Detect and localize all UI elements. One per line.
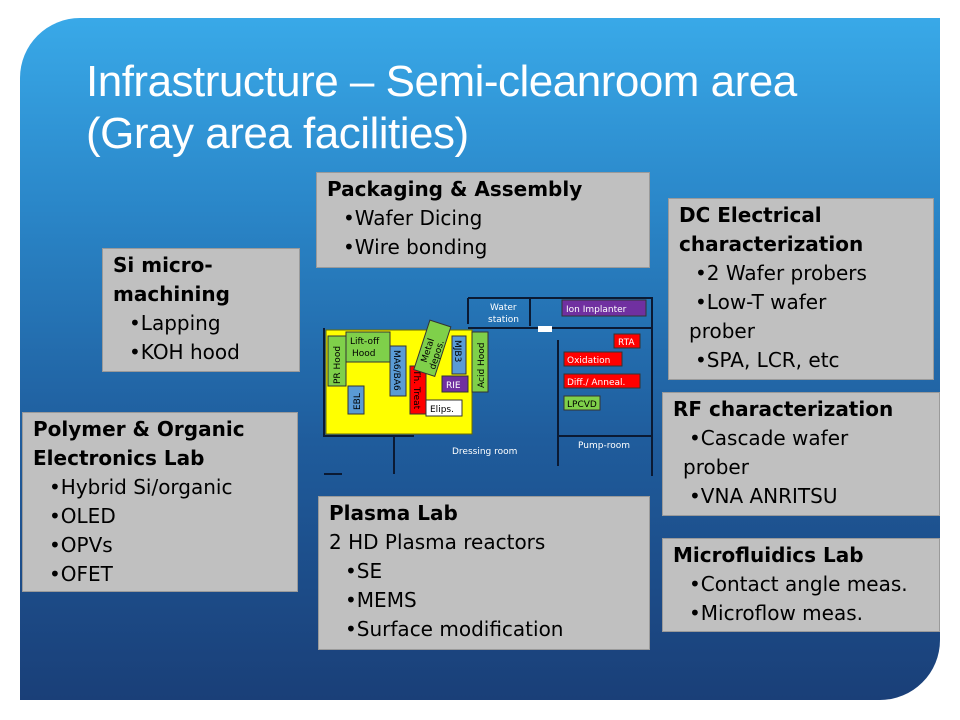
pump-room-label: Pump-room	[578, 441, 630, 451]
elips-label: Elips.	[430, 405, 454, 415]
rta-label: RTA	[618, 338, 635, 348]
microfluidics-item: •Microflow meas.	[689, 601, 863, 625]
ion-implanter-label: Ion Implanter	[566, 305, 627, 315]
si-micromachining-item: •KOH hood	[129, 340, 240, 364]
doorway-marker	[538, 326, 552, 332]
lpcvd-block	[563, 395, 601, 411]
dc-electrical-item: •Low-T wafer	[695, 290, 827, 314]
plasma-lab-box: Plasma Lab 2 HD Plasma reactors •SE •MEM…	[318, 496, 650, 650]
oxidation-block	[563, 351, 623, 367]
ion-implanter-block	[561, 299, 647, 317]
packaging-heading: Packaging & Assembly	[327, 177, 583, 201]
polymer-organic-item: •OPVs	[49, 533, 113, 557]
rie-block	[441, 375, 469, 393]
oxidation-label: Oxidation	[567, 356, 610, 366]
ma6-block	[389, 345, 407, 397]
th-treat-label: Th. Treat	[411, 369, 421, 410]
microfluidics-box: Microfluidics Lab •Contact angle meas. •…	[662, 538, 940, 632]
dc-electrical-item: •SPA, LCR, etc	[695, 348, 840, 372]
plasma-lab-item: •MEMS	[345, 588, 417, 612]
plasma-lab-item: •SE	[345, 559, 383, 583]
floor-plan: PR Hood Lift-off Hood EBL MA6/BA6 Th. Tr…	[323, 297, 653, 476]
polymer-organic-heading: Polymer & Organic	[33, 417, 245, 441]
ma6-label: MA6/BA6	[391, 350, 401, 391]
metal-depos-block	[413, 319, 452, 377]
dc-electrical-box: DC Electrical characterization •2 Wafer …	[668, 198, 934, 380]
slide-title: Infrastructure – Semi-cleanroom area (Gr…	[86, 56, 926, 160]
si-micromachining-box: Si micro- machining •Lapping •KOH hood	[102, 248, 300, 372]
microfluidics-heading: Microfluidics Lab	[673, 543, 864, 567]
floor-plan-walls	[323, 297, 653, 476]
si-micromachining-heading: Si micro-	[113, 253, 213, 277]
dressing-room-label: Dressing room	[452, 447, 517, 457]
rf-characterization-item: •Cascade wafer	[689, 426, 849, 450]
diff-anneal-label: Diff./ Anneal.	[567, 378, 625, 388]
acid-hood-block	[471, 331, 489, 393]
acid-hood-label: Acid Hood	[477, 342, 487, 388]
dc-electrical-heading: characterization	[679, 232, 864, 256]
polymer-organic-box: Polymer & Organic Electronics Lab •Hybri…	[22, 412, 298, 592]
lpcvd-label: LPCVD	[567, 400, 597, 410]
lift-off-label: Lift-off	[350, 337, 380, 347]
elips-block	[425, 399, 463, 417]
plasma-lab-subheading: 2 HD Plasma reactors	[329, 530, 546, 554]
microfluidics-item: •Contact angle meas.	[689, 572, 908, 596]
dc-electrical-heading: DC Electrical	[679, 203, 822, 227]
rf-characterization-heading: RF characterization	[673, 397, 894, 421]
rf-characterization-box: RF characterization •Cascade wafer probe…	[662, 392, 940, 516]
rf-characterization-item: •VNA ANRITSU	[689, 484, 838, 508]
dc-electrical-item: •2 Wafer probers	[695, 261, 867, 285]
packaging-item: •Wafer Dicing	[343, 206, 483, 230]
mjb3-label: MJB3	[452, 340, 462, 362]
polymer-organic-item: •OFET	[49, 562, 113, 586]
rta-block	[613, 333, 641, 349]
packaging-box: Packaging & Assembly •Wafer Dicing •Wire…	[316, 172, 650, 268]
ebl-label: EBL	[353, 393, 363, 410]
polymer-organic-item: •Hybrid Si/organic	[49, 475, 233, 499]
water-station-label: Water	[490, 303, 517, 313]
polymer-organic-heading: Electronics Lab	[33, 446, 205, 470]
diff-anneal-block	[563, 373, 641, 389]
plasma-lab-item: •Surface modification	[345, 617, 564, 641]
mjb3-block	[451, 335, 467, 375]
dc-electrical-item: prober	[689, 319, 755, 343]
si-micromachining-item: •Lapping	[129, 311, 221, 335]
si-micromachining-heading: machining	[113, 282, 230, 306]
packaging-item: •Wire bonding	[343, 235, 488, 259]
water-station-label: station	[488, 315, 519, 325]
plasma-lab-heading: Plasma Lab	[329, 501, 458, 525]
rie-label: RIE	[446, 381, 461, 391]
pr-hood-label: PR Hood	[333, 346, 343, 384]
ebl-block	[347, 385, 365, 415]
polymer-organic-item: •OLED	[49, 504, 116, 528]
title-line-1: Infrastructure – Semi-cleanroom area	[86, 57, 797, 106]
rf-characterization-item: prober	[683, 455, 749, 479]
lift-off-label: Hood	[352, 349, 376, 359]
title-line-2: (Gray area facilities)	[86, 109, 469, 158]
